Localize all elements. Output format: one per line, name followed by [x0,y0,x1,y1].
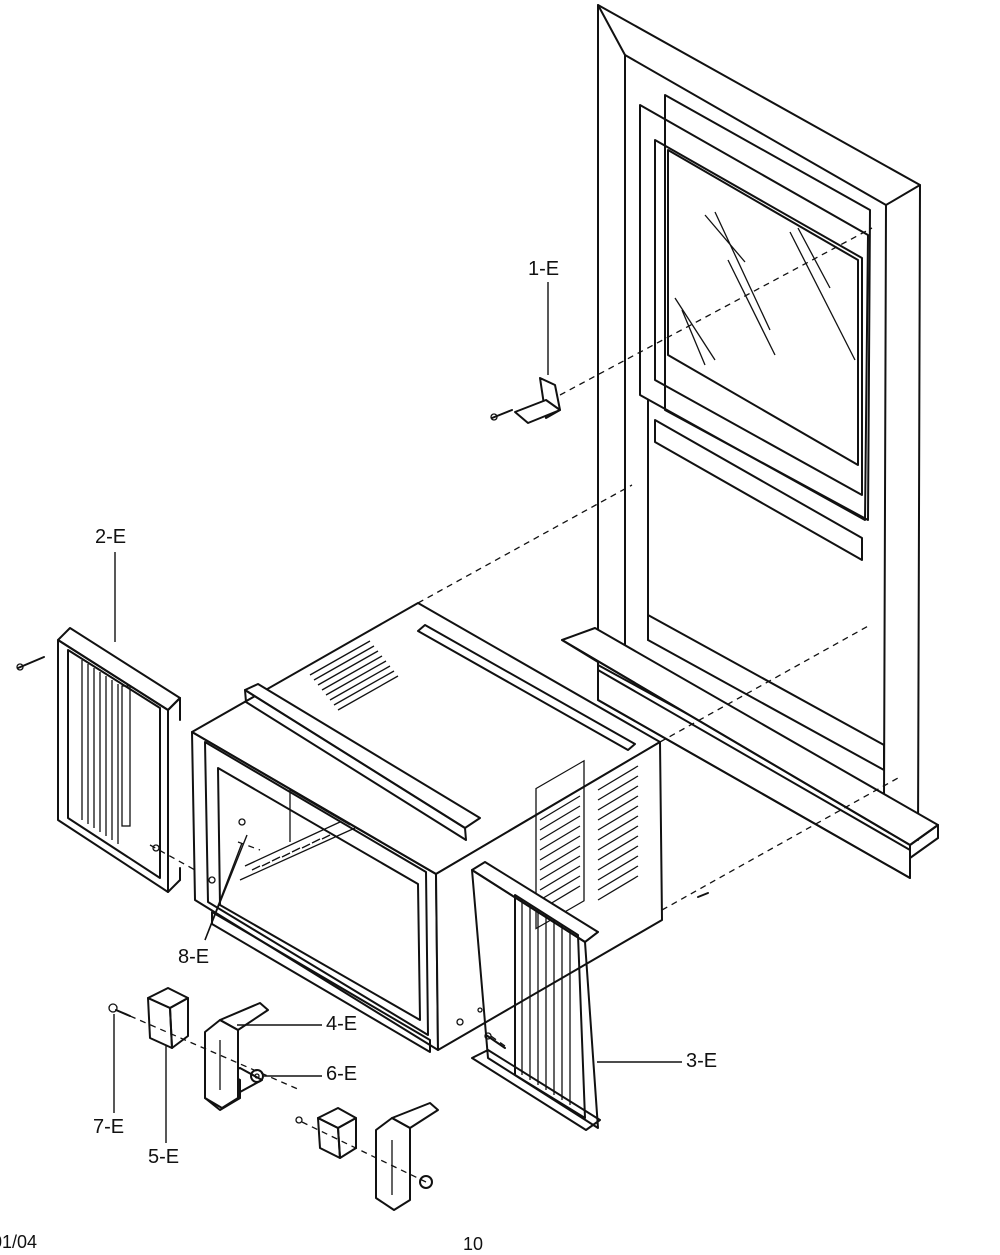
lower-hardware-set [295,1102,439,1211]
callout-8e: 8-E [178,946,210,968]
callout-5e: 5-E [148,1146,180,1168]
callout-2e: 2-E [95,526,127,548]
part-6e-washer [250,1069,264,1083]
part-4e-support-leg-upper [204,1002,269,1109]
callout-3e: 3-E [686,1050,718,1072]
callout-6e: 6-E [326,1063,358,1085]
part-3e-side-curtain-right [471,861,709,1131]
callout-7e: 7-E [93,1116,125,1138]
callout-1e: 1-E [528,258,560,280]
cabinet [191,602,663,1053]
footer-date: 01/04 [0,1232,38,1252]
part-7e-screw [108,1003,131,1017]
top-vent-grille [309,640,399,711]
footer-page-number: 10 [463,1234,484,1254]
explosion-lines [129,227,899,1183]
window-frame [561,4,939,879]
leader-lines [113,282,682,1143]
part-1e-bracket [490,377,561,424]
callout-4e: 4-E [326,1013,358,1035]
part-2e-side-curtain-left [16,627,181,893]
